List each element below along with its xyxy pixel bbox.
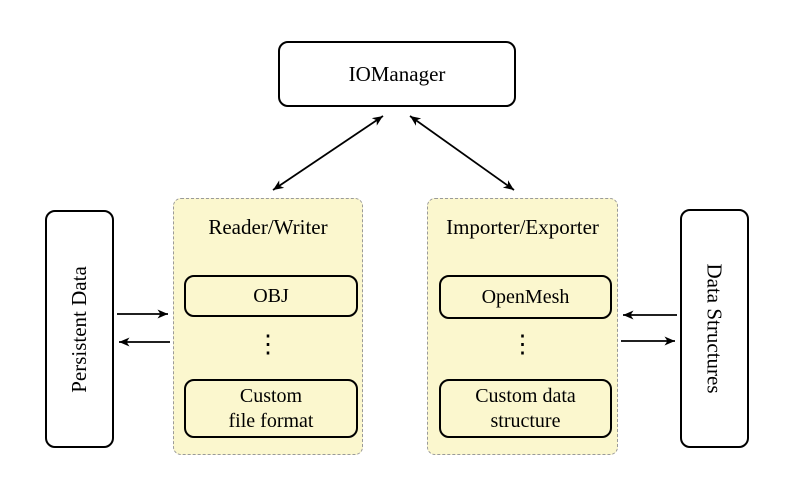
node-custom-data-structure-label: Custom data structure bbox=[475, 384, 576, 432]
node-custom-file-format-label: Custom file format bbox=[228, 384, 314, 432]
node-openmesh-label: OpenMesh bbox=[481, 285, 570, 308]
group-importer-exporter-title: Importer/Exporter bbox=[446, 215, 599, 239]
group-reader-writer: Reader/Writer OBJ ⋮ Custom file format bbox=[173, 198, 363, 455]
arrow-iomanager-importerexporter bbox=[409, 115, 515, 191]
node-custom-file-format: Custom file format bbox=[184, 379, 358, 438]
node-custom-data-structure: Custom data structure bbox=[439, 379, 612, 438]
arrow-iomanager-readerwriter bbox=[272, 115, 384, 191]
node-iomanager-label: IOManager bbox=[348, 61, 446, 86]
node-obj: OBJ bbox=[184, 275, 358, 317]
node-persistent-data-label: Persistent Data bbox=[67, 265, 91, 393]
vertical-ellipsis-icon: ⋮ bbox=[255, 331, 281, 358]
node-openmesh: OpenMesh bbox=[439, 275, 612, 319]
node-obj-label: OBJ bbox=[253, 284, 289, 307]
group-importer-exporter: Importer/Exporter OpenMesh ⋮ Custom data… bbox=[427, 198, 618, 455]
group-reader-writer-title: Reader/Writer bbox=[208, 215, 328, 239]
node-iomanager: IOManager bbox=[278, 41, 516, 107]
node-data-structures-label: Data Structures bbox=[703, 263, 728, 394]
vertical-ellipsis-icon: ⋮ bbox=[510, 331, 535, 358]
node-data-structures: Data Structures bbox=[680, 209, 749, 448]
node-persistent-data: Persistent Data bbox=[45, 210, 114, 448]
